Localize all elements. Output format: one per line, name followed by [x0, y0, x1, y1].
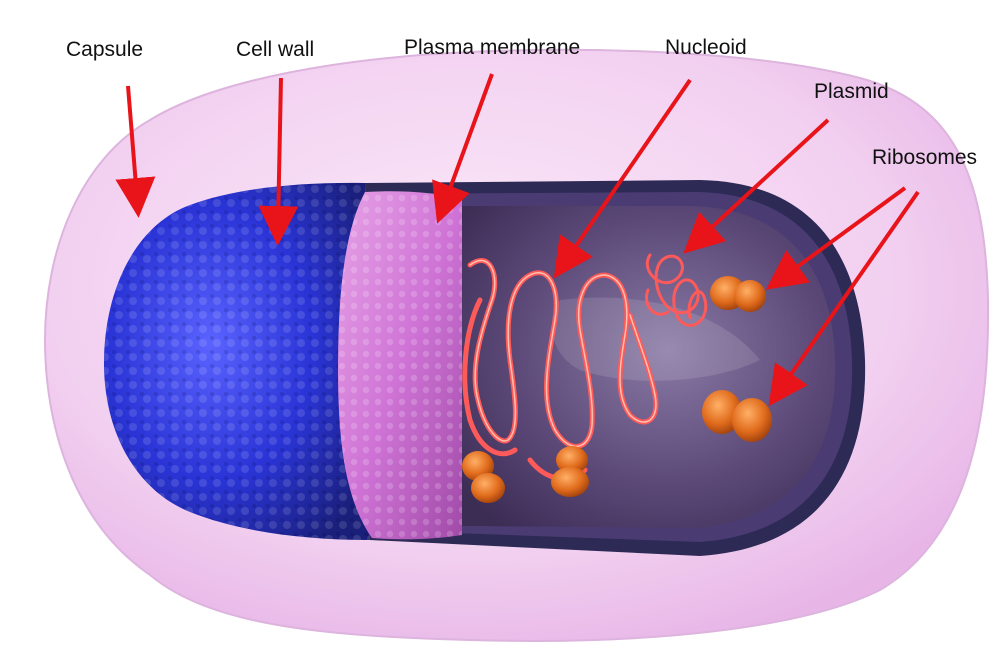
label-capsule: Capsule — [66, 38, 143, 62]
label-cell-wall: Cell wall — [236, 38, 314, 62]
label-plasmid: Plasmid — [814, 80, 889, 104]
plasma-membrane-texture — [338, 191, 462, 539]
label-ribosomes: Ribosomes — [872, 146, 977, 170]
label-plasma-membrane: Plasma membrane — [404, 36, 580, 60]
label-nucleoid: Nucleoid — [665, 36, 747, 60]
